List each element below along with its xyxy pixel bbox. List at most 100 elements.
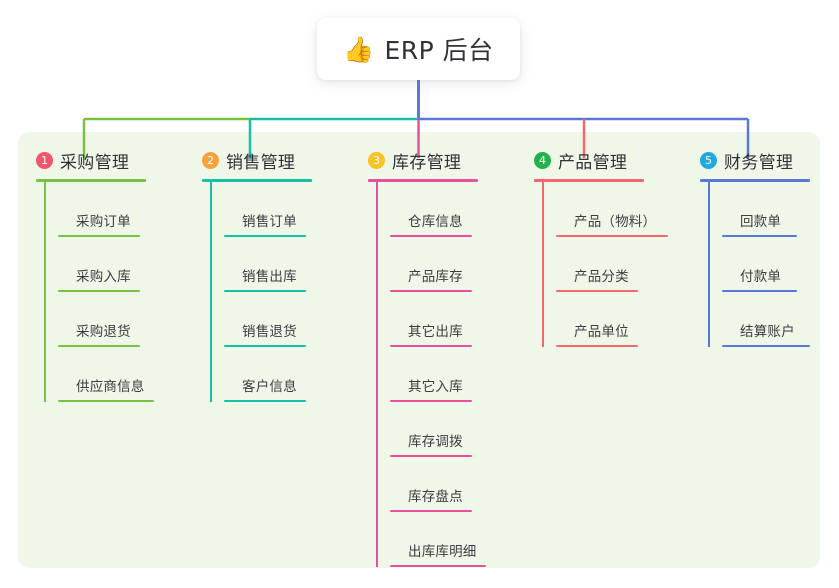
module-header-1[interactable]: 1 采购管理 (36, 148, 186, 173)
thumbs-up-icon: 👍 (343, 34, 375, 64)
module-item-rule (556, 235, 668, 237)
module-title-2: 销售管理 (226, 152, 296, 173)
module-item-rule (58, 290, 140, 292)
module-item-label: 产品（物料） (574, 214, 657, 230)
module-item-rule (722, 345, 810, 347)
module-column-2: 2 销售管理 销售订单 销售出库 销售退货 客户信息 (202, 148, 352, 402)
list-item[interactable]: 销售退货 (224, 292, 352, 347)
module-items-1: 采购订单 采购入库 采购退货 供应商信息 (44, 182, 186, 402)
module-title-3: 库存管理 (392, 152, 462, 173)
module-item-label: 产品单位 (574, 324, 629, 340)
list-item[interactable]: 采购入库 (58, 237, 186, 292)
module-header-4[interactable]: 4 产品管理 (534, 148, 694, 173)
list-item[interactable]: 采购订单 (58, 182, 186, 237)
root-title: ERP 后台 (384, 36, 494, 65)
module-item-label: 其它入库 (408, 379, 463, 395)
module-item-rule (224, 235, 306, 237)
module-item-rule (58, 235, 140, 237)
module-badge-2: 2 (202, 151, 219, 169)
module-item-label: 库存调拨 (408, 434, 463, 450)
module-item-rule (722, 290, 797, 292)
module-item-label: 结算账户 (740, 324, 795, 340)
list-item[interactable]: 其它出库 (390, 292, 518, 347)
modules-panel (18, 132, 820, 568)
module-item-rule (390, 565, 486, 567)
list-item[interactable]: 销售订单 (224, 182, 352, 237)
module-item-rule (58, 400, 154, 402)
module-items-5: 回款单 付款单 结算账户 (708, 182, 839, 347)
module-item-label: 供应商信息 (76, 379, 145, 395)
module-badge-3: 3 (368, 151, 385, 169)
module-item-rule (224, 400, 306, 402)
module-item-label: 库存盘点 (408, 489, 463, 505)
module-column-3: 3 库存管理 仓库信息 产品库存 其它出库 其它入库 库存调拨 (368, 148, 518, 567)
module-item-rule (390, 400, 472, 402)
list-item[interactable]: 产品分类 (556, 237, 694, 292)
module-item-label: 产品分类 (574, 269, 629, 285)
list-item[interactable]: 仓库信息 (390, 182, 518, 237)
module-item-label: 出库库明细 (408, 544, 477, 560)
module-item-rule (722, 235, 797, 237)
module-column-4: 4 产品管理 产品（物料） 产品分类 产品单位 (534, 148, 694, 347)
module-rule-2 (202, 179, 312, 182)
module-spine-4 (542, 182, 544, 347)
list-item[interactable]: 其它入库 (390, 347, 518, 402)
module-badge-4: 4 (534, 151, 551, 169)
list-item[interactable]: 结算账户 (722, 292, 839, 347)
module-rule-5 (700, 179, 810, 182)
module-item-rule (58, 345, 140, 347)
module-spine-5 (708, 182, 710, 347)
module-spine-2 (210, 182, 212, 402)
module-column-5: 5 财务管理 回款单 付款单 结算账户 (700, 148, 839, 347)
module-header-2[interactable]: 2 销售管理 (202, 148, 352, 173)
list-item[interactable]: 供应商信息 (58, 347, 186, 402)
module-title-1: 采购管理 (60, 152, 130, 173)
module-item-label: 销售订单 (242, 214, 297, 230)
module-item-label: 客户信息 (242, 379, 297, 395)
module-rule-4 (534, 179, 644, 182)
module-rule-3 (368, 179, 478, 182)
module-header-5[interactable]: 5 财务管理 (700, 148, 839, 173)
module-badge-1: 1 (36, 151, 53, 169)
module-items-2: 销售订单 销售出库 销售退货 客户信息 (210, 182, 352, 402)
module-item-label: 销售退货 (242, 324, 297, 340)
module-item-rule (224, 345, 306, 347)
module-item-rule (390, 455, 472, 457)
module-item-label: 销售出库 (242, 269, 297, 285)
module-title-5: 财务管理 (724, 152, 794, 173)
list-item[interactable]: 库存调拨 (390, 402, 518, 457)
module-title-4: 产品管理 (558, 152, 628, 173)
module-rule-1 (36, 179, 146, 182)
module-item-label: 回款单 (740, 214, 782, 230)
list-item[interactable]: 产品库存 (390, 237, 518, 292)
module-item-label: 付款单 (740, 269, 782, 285)
module-badge-5: 5 (700, 151, 717, 169)
module-item-label: 其它出库 (408, 324, 463, 340)
list-item[interactable]: 客户信息 (224, 347, 352, 402)
module-item-label: 采购退货 (76, 324, 131, 340)
module-items-3: 仓库信息 产品库存 其它出库 其它入库 库存调拨 库存盘点 (376, 182, 518, 567)
list-item[interactable]: 产品（物料） (556, 182, 694, 237)
list-item[interactable]: 销售出库 (224, 237, 352, 292)
module-item-label: 产品库存 (408, 269, 463, 285)
module-items-4: 产品（物料） 产品分类 产品单位 (542, 182, 694, 347)
list-item[interactable]: 采购退货 (58, 292, 186, 347)
module-item-rule (224, 290, 306, 292)
module-item-label: 仓库信息 (408, 214, 463, 230)
module-item-rule (556, 345, 638, 347)
module-item-label: 采购入库 (76, 269, 131, 285)
module-spine-1 (44, 182, 46, 402)
list-item[interactable]: 回款单 (722, 182, 839, 237)
root-node[interactable]: 👍 ERP 后台 (317, 18, 520, 80)
module-header-3[interactable]: 3 库存管理 (368, 148, 518, 173)
list-item[interactable]: 出库库明细 (390, 512, 518, 567)
module-spine-3 (376, 182, 378, 567)
list-item[interactable]: 产品单位 (556, 292, 694, 347)
module-column-1: 1 采购管理 采购订单 采购入库 采购退货 供应商信息 (36, 148, 186, 402)
list-item[interactable]: 库存盘点 (390, 457, 518, 512)
list-item[interactable]: 付款单 (722, 237, 839, 292)
module-item-rule (390, 235, 472, 237)
module-item-rule (390, 290, 472, 292)
